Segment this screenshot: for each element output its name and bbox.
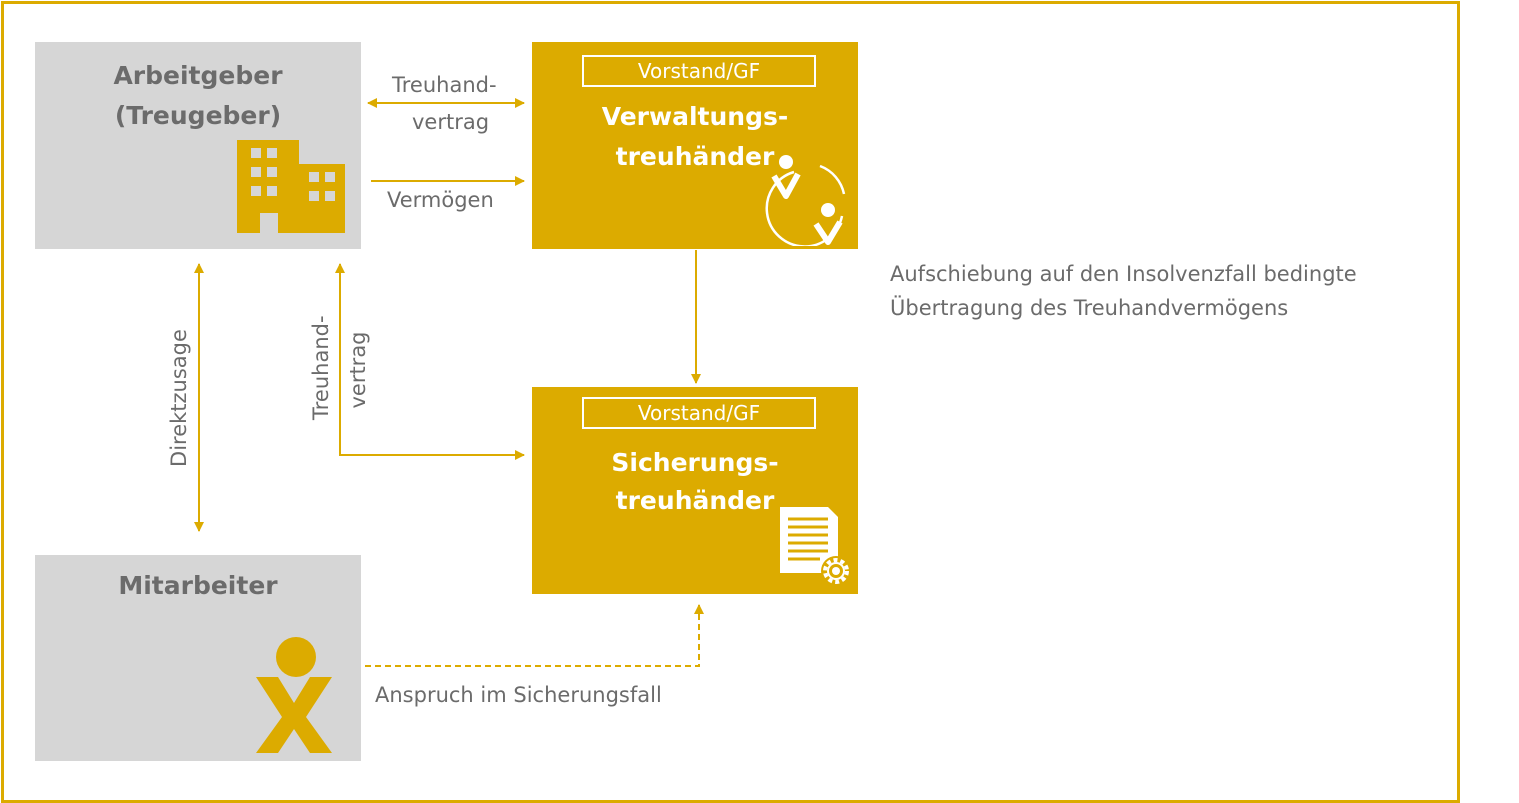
assets-label: Vermögen	[387, 188, 494, 212]
people-cycle-icon	[765, 155, 846, 246]
employer-box: Arbeitgeber (Treugeber)	[35, 42, 361, 249]
building-icon	[237, 140, 345, 233]
admin-trustee-tag: Vorstand/GF	[582, 55, 816, 87]
employer-title-line1: Arbeitgeber	[113, 61, 283, 90]
transfer-label-2: Übertragung des Treuhandvermögens	[890, 296, 1289, 320]
security-trustee-tag: Vorstand/GF	[582, 397, 816, 429]
trust-contract-top-label-2: vertrag	[412, 110, 490, 134]
trust-contract-side-label-2: vertrag	[346, 331, 370, 409]
employee-title: Mitarbeiter	[118, 571, 278, 600]
admin-trustee-title-line2: treuhänder	[615, 142, 775, 171]
trust-contract-arrow-side	[335, 263, 525, 460]
transfer-label-1: Aufschiebung auf den Insolvenzfall bedin…	[890, 262, 1357, 286]
trust-contract-side-label-1: Treuhand-	[309, 315, 333, 420]
person-icon	[256, 637, 332, 753]
employee-box: Mitarbeiter	[35, 555, 361, 761]
security-trustee-box: Vorstand/GF Sicherungs- treuhänder	[532, 387, 858, 594]
document-gear-icon	[780, 507, 851, 586]
claim-label: Anspruch im Sicherungsfall	[375, 683, 662, 707]
trust-contract-top-label-1: Treuhand-	[392, 73, 497, 97]
admin-trustee-box: Vorstand/GF Verwaltungs- treuhänder	[532, 42, 858, 249]
security-trustee-title-line1: Sicherungs-	[611, 448, 779, 477]
admin-trustee-title-line1: Verwaltungs-	[601, 102, 789, 131]
employer-title-line2: (Treugeber)	[114, 101, 282, 130]
security-trustee-title-line2: treuhänder	[615, 486, 775, 515]
claim-arrow	[355, 604, 704, 667]
direct-commitment-label: Direktzusage	[167, 329, 191, 467]
